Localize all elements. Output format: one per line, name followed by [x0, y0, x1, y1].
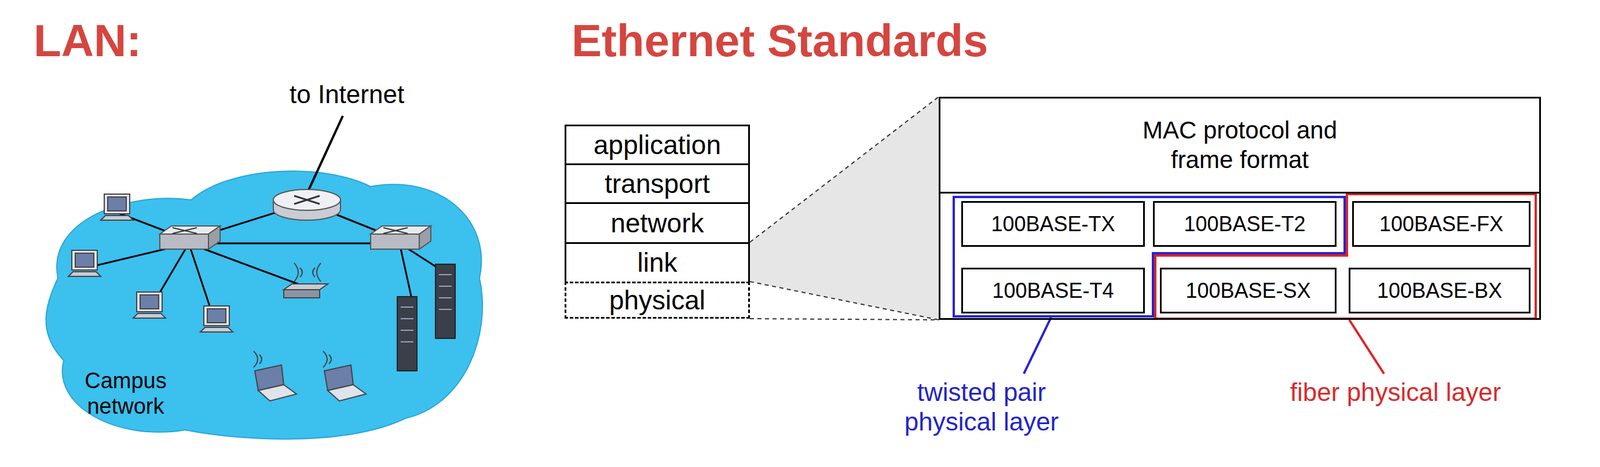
- layer-box: link: [564, 242, 750, 284]
- zoom-line: [749, 318, 939, 320]
- network-links: [86, 202, 445, 324]
- layer-name: physical: [609, 285, 706, 316]
- standard-box: 100BASE-T4: [961, 267, 1145, 314]
- fiber-outline: [1155, 193, 1536, 319]
- standard-box: 100BASE-FX: [1352, 200, 1531, 247]
- annotation-label: to Internet: [289, 79, 405, 110]
- diagram-title: Ethernet Standards: [571, 15, 988, 68]
- server-icon: [397, 264, 456, 371]
- layer-name: link: [636, 247, 677, 278]
- header-area: MAC protocol and frame format: [940, 98, 1540, 192]
- box-heading: MAC protocol and frame format: [1129, 115, 1350, 175]
- layer-box: transport: [564, 163, 750, 204]
- standard-name: 100BASE-SX: [1185, 279, 1311, 303]
- layer-box: physical: [564, 281, 750, 319]
- network-cloud: [45, 170, 483, 439]
- layer-name: network: [610, 208, 704, 239]
- zoom-wedge: [749, 96, 939, 320]
- leader-line: [1023, 317, 1052, 374]
- annotation-label: Campus network: [64, 368, 187, 419]
- zoom-line: [749, 281, 939, 320]
- layer-name: application: [593, 130, 721, 160]
- standard-box: MAC protocol and frame format 100BASE-TX 1…: [938, 96, 1541, 320]
- layer-name: transport: [604, 169, 710, 199]
- layer-box: network: [564, 202, 750, 244]
- router-icon: [273, 189, 341, 221]
- laptop-icon: [253, 350, 366, 401]
- standard-box: 100BASE-BX: [1348, 267, 1531, 314]
- pc-icon: [68, 193, 233, 332]
- standard-name: 100BASE-BX: [1377, 279, 1503, 303]
- access-point-icon: [283, 262, 328, 298]
- annotation-label: twisted pair physical layer: [883, 377, 1080, 437]
- standard-name: 100BASE-T2: [1183, 212, 1306, 236]
- standard-name: 100BASE-T4: [991, 279, 1114, 303]
- divider-line: [940, 191, 1540, 194]
- standard-box: 100BASE-TX: [961, 200, 1145, 247]
- switch-icon: [159, 225, 431, 250]
- standard-name: 100BASE-TX: [990, 212, 1115, 236]
- uplink-line: [308, 115, 343, 192]
- annotation-label: fiber physical layer: [1239, 377, 1552, 408]
- standard-name: 100BASE-FX: [1379, 212, 1504, 236]
- standard-box: 100BASE-T2: [1152, 200, 1337, 247]
- section-heading: LAN:: [33, 15, 142, 68]
- layer-box: application: [564, 124, 750, 166]
- zoom-line: [749, 96, 939, 243]
- leader-line: [1349, 319, 1385, 374]
- standard-box: 100BASE-SX: [1159, 267, 1337, 314]
